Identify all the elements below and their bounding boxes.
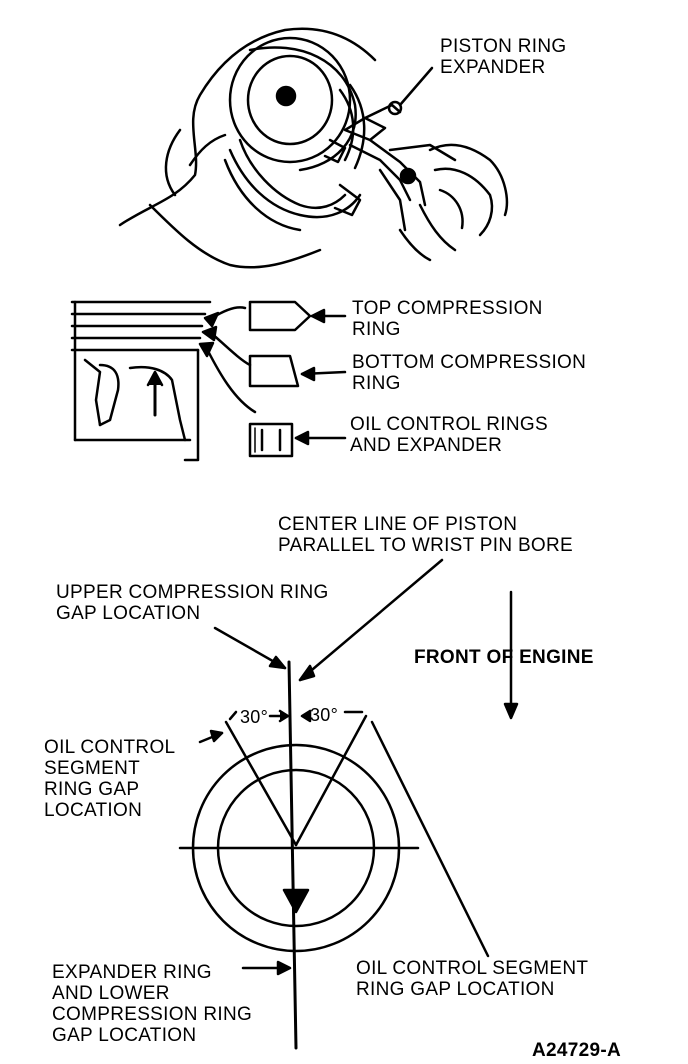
piston-icon bbox=[228, 36, 352, 164]
figure-id-label: A24729-A bbox=[532, 1040, 622, 1061]
center-line-label: CENTER LINE OF PISTON PARALLEL TO WRIST … bbox=[278, 514, 573, 556]
expander-lower-gap-label: EXPANDER RING AND LOWER COMPRESSION RING… bbox=[52, 962, 253, 1046]
front-of-engine-label: FRONT OF ENGINE bbox=[414, 647, 594, 668]
angle-right-label: 30° bbox=[310, 705, 339, 725]
bottom-compression-ring-label: BOTTOM COMPRESSION RING bbox=[352, 352, 587, 394]
angle-left-label: 30° bbox=[240, 707, 269, 727]
oil-control-rings-icon bbox=[248, 422, 294, 458]
piston-expander-illustration bbox=[118, 27, 509, 269]
oil-control-rings-label: OIL CONTROL RINGS AND EXPANDER bbox=[350, 414, 548, 456]
top-compression-ring-label: TOP COMPRESSION RING bbox=[352, 298, 543, 340]
piston-ring-expander-label: PISTON RING EXPANDER bbox=[440, 36, 567, 78]
oil-segment-right-label: OIL CONTROL SEGMENT RING GAP LOCATION bbox=[356, 958, 589, 1000]
top-compression-ring-icon bbox=[248, 300, 312, 332]
oil-segment-left-label: OIL CONTROL SEGMENT RING GAP LOCATION bbox=[44, 737, 176, 821]
upper-compression-gap-label: UPPER COMPRESSION RING GAP LOCATION bbox=[56, 582, 329, 624]
bottom-compression-ring-icon bbox=[248, 354, 300, 388]
ring-gap-orientation-illustration bbox=[178, 558, 519, 1050]
ring-profiles-illustration bbox=[70, 300, 347, 462]
